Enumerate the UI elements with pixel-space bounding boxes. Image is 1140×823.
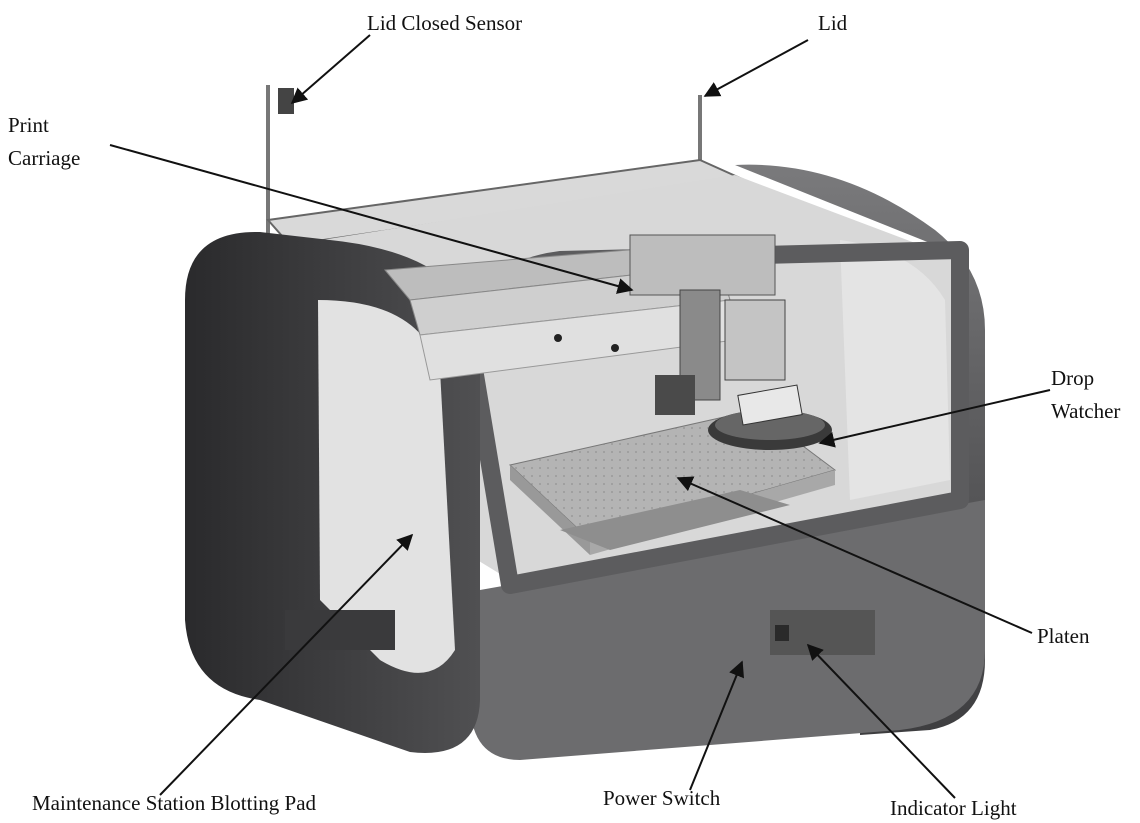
leader-maintenance-station bbox=[159, 533, 414, 796]
right-window bbox=[840, 240, 950, 500]
label-print-carriage-line1: Print bbox=[8, 113, 49, 137]
label-drop-watcher-line2: Watcher bbox=[1051, 399, 1120, 423]
leader-print-carriage bbox=[109, 144, 634, 294]
label-platen: Platen bbox=[1037, 624, 1090, 648]
label-print-carriage-line2: Carriage bbox=[8, 146, 80, 170]
lid-closed-sensor-part bbox=[278, 88, 294, 114]
label-lid-closed-sensor: Lid Closed Sensor bbox=[367, 11, 522, 35]
label-lid: Lid bbox=[818, 11, 848, 35]
leader-indicator-light bbox=[806, 643, 956, 799]
leader-lid-closed-sensor bbox=[290, 34, 371, 105]
callout-leaders bbox=[109, 34, 1051, 799]
label-indicator-light: Indicator Light bbox=[890, 796, 1017, 820]
indicator-light-part bbox=[775, 625, 789, 641]
label-power-switch: Power Switch bbox=[603, 786, 721, 810]
left-window bbox=[318, 300, 455, 673]
drop-watcher bbox=[708, 384, 832, 450]
label-drop-watcher-line1: Drop bbox=[1051, 366, 1094, 390]
label-maintenance-station: Maintenance Station Blotting Pad bbox=[32, 791, 317, 815]
leader-power-switch bbox=[689, 660, 744, 791]
leader-platen bbox=[676, 476, 1033, 634]
leader-lid bbox=[703, 39, 809, 97]
print-carriage bbox=[629, 234, 786, 415]
leader-drop-watcher bbox=[818, 389, 1051, 448]
